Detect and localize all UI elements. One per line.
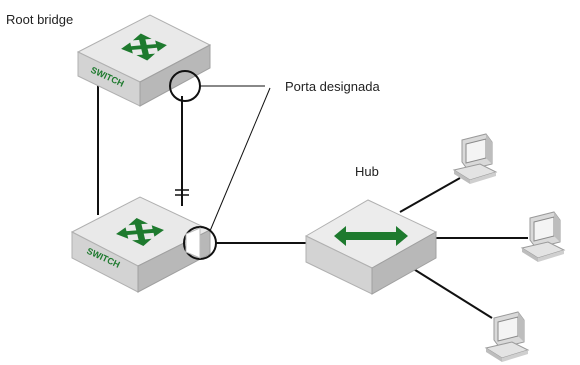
pc-bottom[interactable]: [485, 311, 529, 363]
link-hub-to-pc-bottom: [411, 267, 493, 319]
root-bridge-label: Root bridge: [6, 12, 73, 27]
links: [97, 84, 528, 319]
callout-lines: [200, 85, 271, 232]
port-circle-designated: [183, 226, 217, 260]
link-hub-to-pc-top: [399, 177, 461, 213]
hub-icon: [334, 226, 408, 246]
pc-top[interactable]: [453, 133, 497, 185]
designated-port-shape: [185, 227, 201, 259]
pc-middle[interactable]: [521, 211, 565, 263]
designated-port-label: Porta designada: [285, 79, 380, 94]
blocked-port-marker: [175, 189, 189, 196]
hub[interactable]: [304, 199, 438, 295]
hub-label: Hub: [355, 164, 379, 179]
designated-switch[interactable]: SWITCH: [70, 196, 212, 293]
